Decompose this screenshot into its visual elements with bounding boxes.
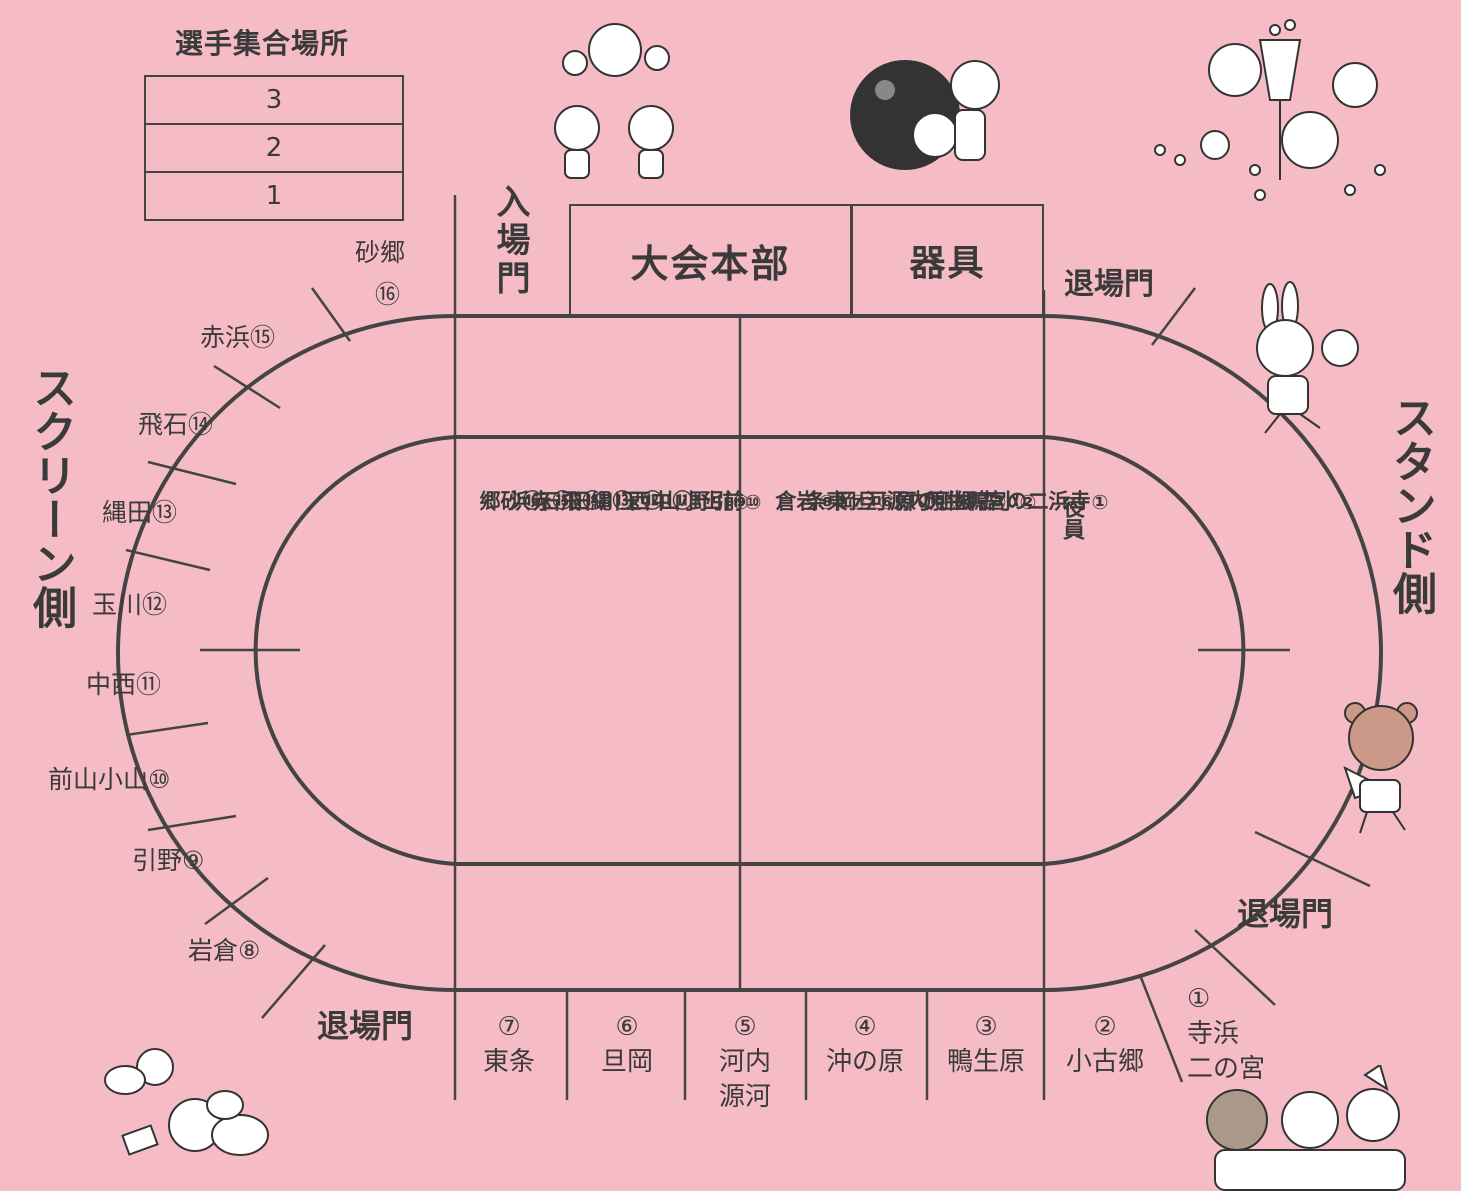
assembly-row-2: 2 [146,125,402,173]
bee-illustration [104,1048,269,1156]
exit-gate-right: 退場門 [1237,895,1334,933]
bottom-team-5-num: ⑤ [733,1012,757,1042]
team-label-8: 岩倉⑧ [188,936,261,965]
assembly-table: 3 2 1 [144,75,404,221]
team-label-13: 縄田⑬ [102,498,178,527]
team-label-11: 中西⑪ [86,670,162,699]
bottom-team-3: ③ 鴨生原 [927,1010,1045,1080]
bottom-team-5-name: 河内 [718,1047,771,1078]
team-label-15: 赤浜⑮ [200,323,276,352]
team-label-14: 飛石⑭ [138,410,214,439]
assembly-title: 選手集合場所 [175,27,350,60]
bottom-team-1: ① 寺浜 二の宮 [1171,982,1281,1087]
bottom-team-1-name2: 二の宮 [1187,1054,1266,1085]
field-team-3: ③鴨生原 [923,490,1010,514]
bottom-team-2-num: ② [1093,1012,1117,1042]
ball-race-illustration [850,60,1000,170]
team-label-9: 引野⑨ [132,846,205,875]
field-team-11: ⑪中西 [627,490,693,511]
field-team-14: ⑭飛石 [537,490,603,511]
ball-toss-illustration [1154,19,1386,201]
team-label-12: 玉川⑫ [92,590,168,619]
field-team-6: ⑥旦岡 [833,490,899,514]
field-team-8: ⑧岩倉 [773,490,839,514]
animal-friends-illustration [1206,1065,1406,1191]
rabbit-cheerleader-illustration [1256,281,1359,434]
bottom-team-5-name2: 源河 [718,1082,771,1113]
bottom-team-5: ⑤ 河内 源河 [686,1010,804,1115]
officials-label: 役員 [1059,496,1084,540]
field-team-2: ②小古郷 [953,490,1040,514]
exit-gate-top-right: 退場門 [1064,267,1154,302]
bottom-team-2: ② 小古郷 [1046,1010,1164,1080]
field-team-4: ④沖の原 [893,490,980,514]
bottom-team-6-name: 旦岡 [600,1047,653,1078]
exit-gate-bottom-left: 退場門 [317,1007,414,1045]
field-team-15: ⑮赤浜 [507,490,573,511]
stand-side-label: スタンド側 [1385,395,1436,615]
cheering-kids-illustration [554,23,674,179]
bottom-team-4: ④ 沖の原 [806,1010,924,1080]
field-team-5: ⑤河内源河 [863,490,971,514]
field-team-9: ⑨引野 [687,490,753,514]
bottom-team-6: ⑥ 旦岡 [568,1010,686,1080]
team-label-10: 前山小山⑩ [48,765,171,794]
outer-track [116,314,1383,992]
field-team-16: ⑯砂郷 [477,490,543,511]
bear-illustration [1343,702,1418,834]
bottom-team-4-name: 沖の原 [825,1047,904,1078]
field-team-13: ⑬縄田 [567,490,633,511]
field-team-1: ①寺浜二の宮 [983,490,1112,514]
bottom-team-1-num: ① [1187,984,1211,1014]
bottom-team-6-num: ⑥ [615,1012,639,1042]
equipment-box: 器具 [851,204,1044,314]
bottom-team-7: ⑦ 東条 [450,1010,568,1080]
field-team-12: ⑫玉川 [597,490,663,511]
team-label-16-num: ⑯ [375,280,401,309]
bottom-team-7-name: 東条 [482,1047,535,1078]
assembly-row-1: 1 [265,181,283,211]
bottom-team-3-num: ③ [974,1012,998,1042]
bottom-team-4-num: ④ [853,1012,877,1042]
bottom-team-1-name: 寺浜 [1187,1019,1240,1050]
entrance-gate: 入場門 [490,184,530,298]
field-team-10: ⑩前山小山 [657,490,765,514]
bottom-team-7-num: ⑦ [497,1012,521,1042]
field-team-7: ⑦東条 [803,490,869,514]
assembly-row-3: 3 [146,77,402,125]
bottom-team-2-name: 小古郷 [1065,1047,1144,1078]
headquarters-box: 大会本部 [569,204,852,314]
team-label-16-name: 砂郷 [355,238,406,267]
bottom-team-3-name: 鴨生原 [946,1047,1025,1078]
screen-side-label: スクリーン側 [25,365,76,629]
